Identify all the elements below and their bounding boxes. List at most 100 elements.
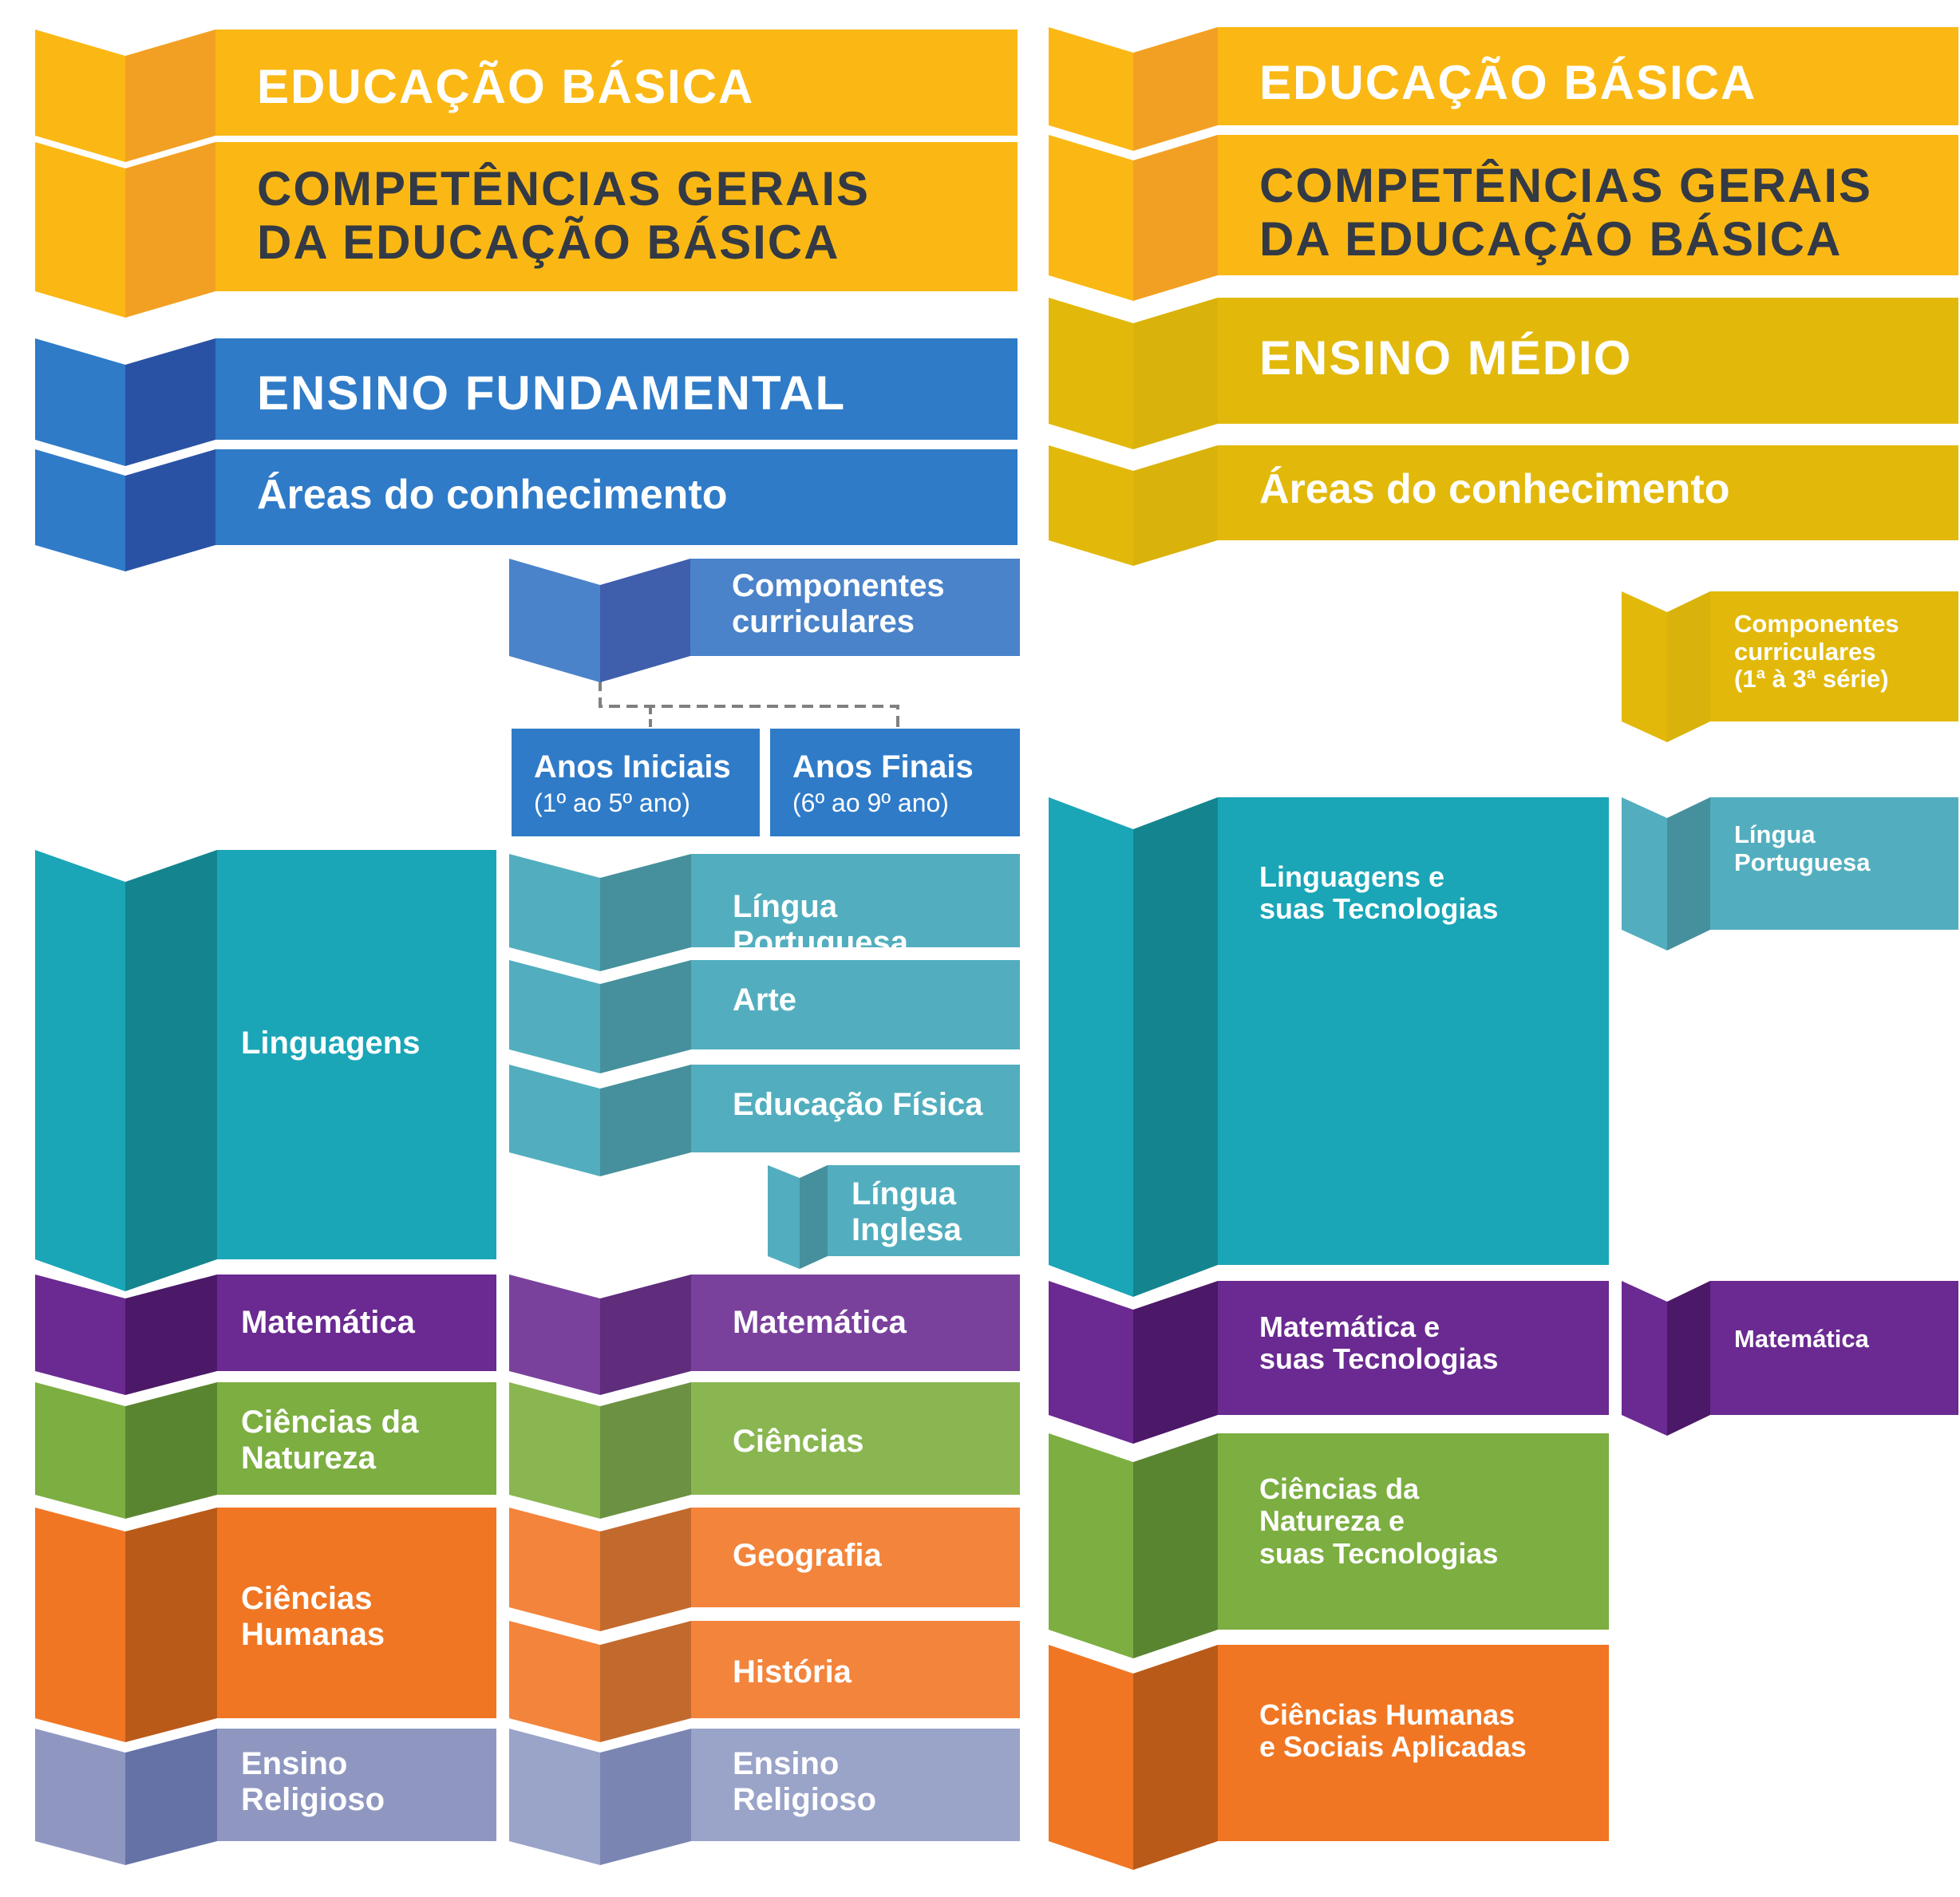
medio-comp-lingua-portuguesa-band [1622,797,1958,950]
fund-area-ciencias-natureza-fold-dark [125,1382,217,1519]
fund-comp-geografia-face [691,1508,1020,1607]
fund-area-linguagens-face [217,850,496,1259]
fund-comp-educacao-fisica-face [691,1065,1020,1152]
fund-educacao-basica-band [35,30,1018,162]
anos-finais-box: Anos Finais(6º ao 9º ano) [770,729,1020,836]
medio-comp-matematica-band [1622,1281,1958,1436]
fund-comp-arte-band [509,960,1020,1073]
medio-comp-matematica-fold-dark [1667,1281,1710,1436]
medio-area-matematica-fold-dark [1133,1281,1218,1444]
fund-comp-arte-face [691,960,1020,1049]
medio-educacao-basica-label: EDUCAÇÃO BÁSICA [1259,56,1757,109]
fund-comp-historia-fold-left [509,1621,600,1742]
fund-area-ciencias-humanas-fold-dark [125,1508,217,1742]
fund-areas-fold-left [35,449,125,571]
fund-comp-geografia-label: Geografia [733,1538,882,1573]
medio-componentes-fold-left [1622,591,1667,742]
fund-area-ensino-religioso-fold-dark [125,1729,217,1865]
fund-comp-lingua-inglesa-face [828,1165,1020,1256]
fund-areas-label: Áreas do conhecimento [257,472,728,518]
fund-comp-lingua-inglesa-label: Língua Inglesa [852,1176,962,1247]
medio-area-ciencias-humanas-fold-dark [1133,1645,1218,1870]
fund-area-linguagens-band [35,850,496,1291]
fund-area-ciencias-natureza-face [217,1382,496,1495]
medio-ensino-medio-face [1218,298,1958,424]
fund-ensino-fundamental-fold-left [35,338,125,466]
fund-comp-arte-label: Arte [733,982,797,1018]
medio-componentes-label: Componentes curriculares (1ª à 3ª série) [1734,610,1899,694]
fund-area-ciencias-humanas-band [35,1508,496,1742]
medio-componentes-fold-dark [1667,591,1710,742]
anos-iniciais-box-range: (1º ao 5º ano) [534,788,690,817]
fund-comp-matematica-fold-dark [600,1275,691,1395]
fund-comp-lingua-portuguesa-fold-left [509,854,600,971]
fund-educacao-basica-fold-left [35,30,125,162]
fund-ensino-fundamental-band [35,338,1018,466]
fund-comp-ciencias-label: Ciências [733,1424,864,1459]
fund-area-matematica-label: Matemática [241,1305,415,1340]
fund-area-linguagens-fold-left [35,850,125,1291]
medio-ensino-medio-fold-dark [1133,298,1218,449]
medio-areas-face [1218,445,1958,540]
connector-line [599,680,899,729]
fund-educacao-basica-face [215,30,1018,136]
fund-area-matematica-face [217,1275,496,1371]
medio-area-ciencias-natureza-fold-left [1049,1433,1133,1658]
fund-comp-ensino-religioso-face [691,1729,1020,1841]
fund-educacao-basica-fold-dark [125,30,215,162]
fund-area-matematica-band [35,1275,496,1395]
medio-ensino-medio-band [1049,298,1958,449]
medio-area-ciencias-humanas-label: Ciências Humanas e Sociais Aplicadas [1259,1698,1527,1764]
medio-areas-band [1049,445,1958,566]
medio-area-matematica-band [1049,1281,1609,1444]
fund-area-ciencias-natureza-fold-left [35,1382,125,1519]
medio-ensino-medio-fold-left [1049,298,1133,449]
fund-comp-matematica-face [691,1275,1020,1371]
fund-comp-historia-band [509,1621,1020,1742]
medio-educacao-basica-face [1218,27,1958,125]
medio-competencias-fold-left [1049,135,1133,301]
fund-area-ciencias-humanas-face [217,1508,496,1718]
medio-educacao-basica-fold-left [1049,27,1133,151]
anos-iniciais-box: Anos Iniciais (1º ao 5º ano) [512,729,760,836]
medio-componentes-face [1710,591,1958,721]
fund-area-ensino-religioso-fold-left [35,1729,125,1865]
medio-area-linguagens-fold-dark [1133,797,1218,1297]
fund-area-ensino-religioso-face [217,1729,496,1841]
fund-comp-arte-fold-dark [600,960,691,1073]
fund-comp-ensino-religioso-fold-left [509,1729,600,1865]
fund-comp-lingua-portuguesa-fold-dark [600,854,691,971]
medio-comp-matematica-label: Matemática [1734,1325,1869,1353]
fund-areas-fold-dark [125,449,215,571]
medio-competencias-label: COMPETÊNCIAS GERAIS DA EDUCAÇÃO BÁSICA [1259,159,1873,267]
fund-comp-lingua-inglesa-fold-left [768,1165,800,1269]
medio-area-ciencias-humanas-fold-left [1049,1645,1133,1870]
fund-area-linguagens-label: Linguagens [241,1026,421,1061]
fund-competencias-band [35,142,1018,318]
medio-area-matematica-label: Matemática e suas Tecnologias [1259,1310,1499,1376]
fund-comp-matematica-fold-left [509,1275,600,1395]
medio-comp-matematica-face [1710,1281,1958,1415]
fund-comp-matematica-band [509,1275,1020,1395]
medio-educacao-basica-band [1049,27,1958,151]
fund-comp-lingua-inglesa-band [768,1165,1020,1269]
medio-ensino-medio-label: ENSINO MÉDIO [1259,331,1633,385]
fund-comp-geografia-fold-dark [600,1508,691,1631]
fund-comp-arte-fold-left [509,960,600,1073]
fund-comp-ensino-religioso-label: Ensino Religioso [733,1746,877,1817]
fund-educacao-basica-label: EDUCAÇÃO BÁSICA [257,60,755,113]
medio-area-linguagens-fold-left [1049,797,1133,1297]
medio-areas-fold-left [1049,445,1133,566]
fund-areas-face [215,449,1018,545]
medio-comp-lingua-portuguesa-fold-dark [1667,797,1710,950]
medio-areas-fold-dark [1133,445,1218,566]
fund-ensino-fundamental-fold-dark [125,338,215,466]
fund-ensino-fundamental-label: ENSINO FUNDAMENTAL [257,366,847,420]
medio-area-ciencias-natureza-band [1049,1433,1609,1658]
fund-area-ensino-religioso-band [35,1729,496,1865]
fund-comp-historia-label: História [733,1654,852,1690]
anos-iniciais-box-title: Anos Iniciais [534,749,731,784]
fund-area-linguagens-fold-dark [125,850,217,1291]
